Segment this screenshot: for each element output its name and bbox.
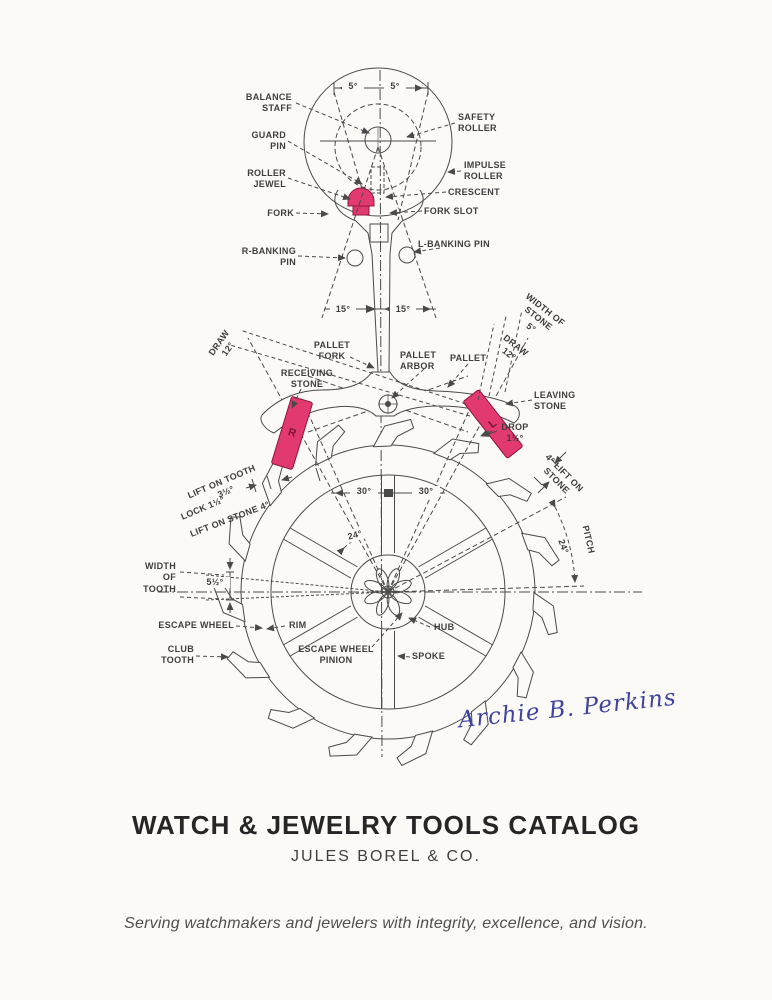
- label-impulse-roller: IMPULSE ROLLER: [464, 160, 507, 182]
- safety-roller-circle: [334, 103, 422, 191]
- label-angle-5-left: 5°: [342, 81, 364, 93]
- label-pallet-arbor: PALLET ARBOR: [400, 350, 437, 372]
- label-safety-roller: SAFETY ROLLER: [458, 112, 497, 134]
- dim-lock-lift-left: [245, 467, 321, 493]
- receiving-stone-shape: [271, 396, 313, 470]
- label-pallet-fork: PALLET FORK: [313, 340, 351, 362]
- label-angle-15-left: 15°: [330, 304, 356, 316]
- label-width-of-tooth-value: 5½°: [200, 577, 230, 589]
- right-banking-pin-shape: [346, 249, 364, 267]
- label-leaving-stone: LEAVING STONE: [534, 390, 576, 412]
- page-title: WATCH & JEWELRY TOOLS CATALOG: [131, 810, 641, 840]
- label-spoke: SPOKE: [412, 651, 446, 661]
- label-angle-30-left: 30°: [350, 486, 378, 498]
- dim-width-of-stone: [229, 309, 523, 417]
- label-drop: DROP 1½°: [501, 422, 529, 444]
- label-hub: HUB: [434, 622, 455, 632]
- label-angle-30-right: 30°: [412, 486, 440, 498]
- leader-lines: [195, 102, 533, 661]
- label-club-tooth: CLUB TOOTH: [161, 644, 194, 666]
- page-subtitle: JULES BOREL & CO.: [291, 848, 481, 865]
- label-escape-wheel: ESCAPE WHEEL: [158, 620, 234, 630]
- label-angle-5-right: 5°: [384, 81, 406, 93]
- label-width-of-tooth: WIDTH OF TOOTH: [143, 561, 176, 594]
- label-l-banking-pin: L-BANKING PIN: [418, 239, 490, 249]
- label-guard-pin: GUARD PIN: [251, 130, 286, 152]
- page-tagline: Serving watchmakers and jewelers with in…: [124, 915, 648, 932]
- label-receiving-stone: RECEIVING STONE: [280, 368, 334, 390]
- label-fork-slot: FORK SLOT: [424, 206, 479, 216]
- balance-staff-circle: [364, 126, 392, 154]
- guard-pin-shape: [370, 166, 385, 194]
- label-balance-staff: BALANCE STAFF: [245, 92, 292, 114]
- dim-pitch: [387, 496, 585, 593]
- label-fork: FORK: [267, 208, 294, 218]
- label-crescent: CRESCENT: [448, 187, 500, 197]
- label-r-banking-pin: R-BANKING PIN: [241, 246, 296, 268]
- dim-24-inner: [336, 532, 368, 556]
- fork-slot-shape: [369, 223, 389, 243]
- balance-rim-circle: [303, 67, 453, 217]
- crescent-shape: [352, 205, 370, 216]
- roller-jewel-shape: [347, 187, 375, 207]
- label-escape-wheel-pinion: ESCAPE WHEEL PINION: [298, 644, 374, 666]
- label-angle-15-right: 15°: [390, 304, 416, 316]
- label-rim: RIM: [289, 620, 307, 630]
- dim-15-degrees: [321, 146, 437, 319]
- dim-width-of-tooth: [179, 558, 234, 613]
- pallet-arbor-shape: [378, 394, 398, 414]
- label-roller-jewel: ROLLER JEWEL: [247, 168, 286, 190]
- label-pallet: PALLET: [450, 353, 487, 363]
